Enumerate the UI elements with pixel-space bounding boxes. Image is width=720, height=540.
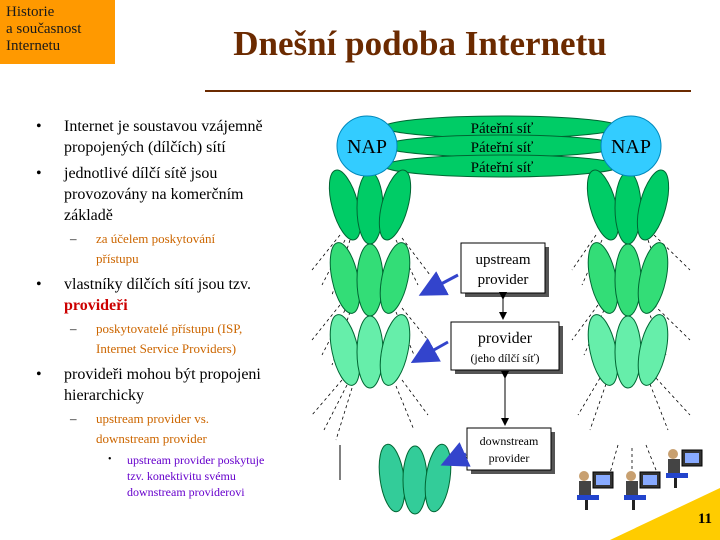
backbone-label: Páteřní síť [471, 160, 534, 176]
sub-bullet-dash: – [70, 231, 77, 246]
bullet-text: provideři mohou být propojeni [64, 366, 261, 383]
sub-bullet-dash: – [70, 411, 77, 426]
bullet-dot: • [36, 366, 42, 383]
downstream-provider-box: downstream provider [466, 427, 555, 474]
right-tree [586, 169, 670, 389]
upstream-box-label: provider [478, 272, 529, 288]
computer-user-icon [666, 449, 703, 488]
slide-title: Dnešní podoba Internetu [233, 24, 607, 63]
downstream-box-label: downstream [480, 434, 539, 448]
computer-user-icon [577, 471, 614, 510]
hierarchy-arrows [499, 292, 509, 426]
section-label-line: Internetu [6, 38, 61, 54]
bullet-dot: • [36, 276, 42, 293]
bullet-text: Internet je soustavou vzájemně [64, 118, 263, 135]
sub-sub-bullet-text: upstream provider poskytuje [127, 453, 265, 467]
provider-box: provider (jeho dílčí síť) [450, 321, 563, 374]
section-label-line: Historie [6, 4, 55, 20]
bullet-text: jednotlivé dílčí sítě jsou [64, 165, 218, 182]
bullet-text: základě [64, 207, 113, 224]
bullet-dot: • [36, 165, 42, 182]
upstream-provider-box: upstream provider [460, 242, 549, 297]
bullet-text: hierarchicky [64, 387, 144, 404]
section-label: Historie a současnost Internetu [0, 0, 115, 64]
bullet-text: provozovány na komerčním [64, 186, 244, 203]
sub-bullet-text: za účelem poskytování [96, 231, 216, 246]
computer-user-icon [624, 471, 661, 510]
provider-box-label: provider [478, 330, 533, 347]
section-label-line: a současnost [6, 21, 82, 37]
upstream-box-label: upstream [476, 252, 531, 268]
provider-box-label: (jeho dílčí síť) [470, 351, 539, 365]
bullet-text: propojených (dílčích) sítí [64, 139, 226, 156]
sub-sub-bullet-text: downstream providerovi [127, 485, 245, 499]
bullet-dot: • [36, 118, 42, 135]
sub-bullet-text: downstream provider [96, 431, 207, 446]
nap-right: NAP [600, 115, 662, 177]
bullet-text: vlastníky dílčích sítí jsou tzv. [64, 276, 251, 293]
sub-sub-bullet-dot: • [108, 454, 112, 465]
page-number: 11 [697, 511, 712, 527]
sub-bullet-text: upstream provider vs. [96, 411, 210, 426]
left-tree [328, 169, 452, 515]
sub-bullet-dash: – [70, 321, 77, 336]
sub-bullet-text: Internet Service Providers) [96, 341, 237, 356]
highlighted-term: provideři [64, 297, 128, 314]
title-underline [205, 90, 691, 92]
sub-sub-bullet-text: tzv. konektivitu svému [127, 469, 236, 483]
downstream-box-label: provider [489, 451, 530, 465]
backbone-label: Páteřní síť [471, 140, 534, 156]
nap-left: NAP [336, 115, 398, 177]
nap-label: NAP [347, 136, 387, 158]
pointer-arrows [410, 271, 471, 467]
backbone-label: Páteřní síť [471, 121, 534, 137]
sub-bullet-text: poskytovatelé přístupu (ISP, [96, 321, 243, 336]
backbone-rings [383, 115, 621, 178]
corner-accent [610, 488, 720, 540]
nap-label: NAP [611, 136, 651, 158]
sub-bullet-text: přístupu [96, 251, 139, 266]
